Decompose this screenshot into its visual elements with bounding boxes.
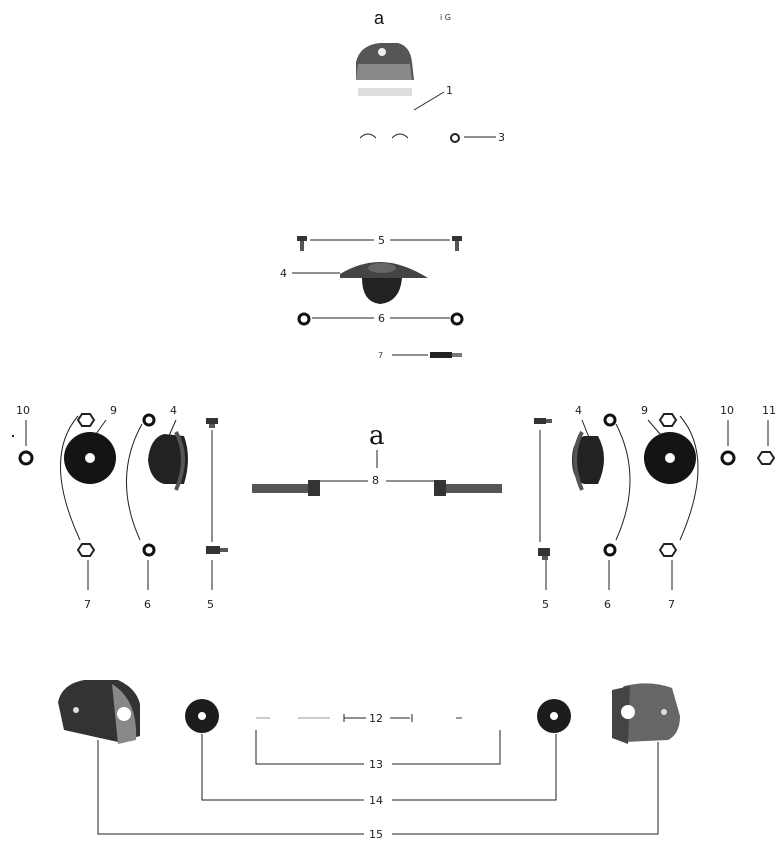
leader-arc-6-right: [615, 423, 631, 541]
label-6-top: 6: [378, 312, 385, 325]
screw-5-left-bottom-icon: [206, 546, 228, 554]
label-top-ig: i G: [440, 13, 451, 22]
bushing-14-right: [537, 699, 571, 733]
leader-15-left: [97, 740, 364, 835]
label-6-right: 6: [604, 598, 611, 611]
label-7-left: 7: [84, 598, 91, 611]
label-7-right: 7: [668, 598, 675, 611]
label-9-right: 9: [641, 404, 648, 417]
screw-5-right-top-icon: [534, 418, 552, 424]
label-top-a: a: [374, 8, 385, 28]
ring-6-right-icon: [450, 312, 464, 326]
ring-10-right-icon: [720, 450, 736, 466]
bracket-15-right: [612, 683, 680, 744]
nut-7-right-icon: [658, 543, 678, 557]
rubber-mount-4-left: [148, 431, 188, 491]
label-8: 8: [372, 474, 379, 487]
label-15: 15: [369, 828, 383, 841]
label-4-left: 4: [170, 404, 177, 417]
ring-6-mid-right-bottom-icon: [603, 543, 617, 557]
label-10-right: 10: [720, 404, 734, 417]
nut-11-icon: [756, 451, 776, 465]
washer-9-left: [64, 432, 116, 484]
nut-3-icon: [450, 133, 460, 143]
leader-9-right: [647, 419, 661, 435]
dot-mark: [11, 434, 15, 438]
label-10-left: 10: [16, 404, 30, 417]
nut-9-top-left-icon: [76, 413, 96, 427]
label-13: 13: [369, 758, 383, 771]
leader-13-right: [392, 730, 501, 765]
leader-9-left: [95, 419, 107, 435]
leader-14-left: [201, 734, 364, 801]
label-5-right: 5: [542, 598, 549, 611]
leader-arc-9-right: [679, 415, 699, 541]
label-1: 1: [446, 84, 453, 97]
label-12: 12: [369, 712, 383, 725]
label-5-left: 5: [207, 598, 214, 611]
bracket-part-1: [356, 43, 414, 96]
bushing-14-left: [185, 699, 219, 733]
rubber-mount-4-right: [572, 431, 604, 491]
label-11: 11: [762, 404, 776, 417]
screw-5-left-top-icon: [206, 418, 218, 428]
leader-13-left: [255, 730, 364, 765]
leader-14-right: [392, 734, 557, 801]
ring-6-mid-left-top-icon: [142, 413, 156, 427]
washer-9-right: [644, 432, 696, 484]
bolt-8-right: [434, 480, 502, 496]
leader-arc-6-left: [126, 423, 143, 541]
leader-arc-9-left: [60, 415, 81, 541]
screw-5-left-icon: [297, 236, 307, 251]
nut-9-top-right-icon: [658, 413, 678, 427]
leader-4-left: [167, 419, 177, 439]
label-3: 3: [498, 131, 505, 144]
leader-1: [413, 91, 445, 111]
screw-5-right-icon: [452, 236, 462, 251]
screw-5-right-bottom-icon: [538, 548, 550, 560]
label-mid-a: a: [369, 421, 385, 451]
label-7-top: 7: [378, 351, 383, 360]
rubber-mount-4-top: [340, 262, 428, 304]
label-14: 14: [369, 794, 383, 807]
leader-4-right: [581, 419, 591, 441]
label-6-left: 6: [144, 598, 151, 611]
label-4-right: 4: [575, 404, 582, 417]
leader-15-right: [392, 742, 659, 835]
ring-6-mid-left-bottom-icon: [142, 543, 156, 557]
label-5-top: 5: [378, 234, 385, 247]
bolt-8-left: [252, 480, 320, 496]
label-4-top: 4: [280, 267, 287, 280]
ring-6-left-icon: [297, 312, 311, 326]
ring-6-mid-right-top-icon: [603, 413, 617, 427]
nut-7-left-icon: [76, 543, 96, 557]
pin-7-icon: [430, 352, 462, 358]
ring-10-left-icon: [18, 450, 34, 466]
bracket-15-left: [58, 680, 140, 744]
label-9-left: 9: [110, 404, 117, 417]
clip-pair: [359, 133, 409, 139]
